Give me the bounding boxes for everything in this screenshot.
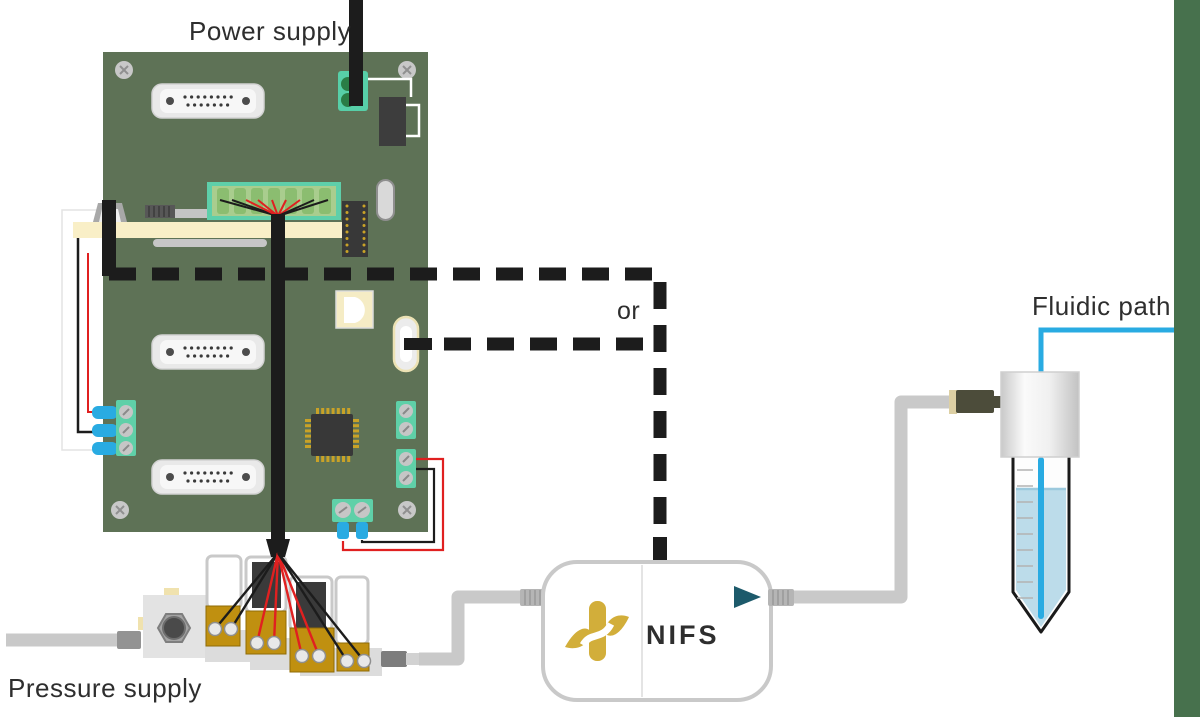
edge-board-strip [1174,0,1200,717]
outlet-fitting [381,651,407,667]
nifs-flow-sensor: NIFS [541,560,773,702]
jumper-wire-white [368,77,413,97]
or-label: or [617,297,640,325]
loop-wires [341,457,445,552]
terminal-block-bottom [332,499,373,539]
jumper-wire-white [406,103,421,138]
nifs-propeller-logo-icon [565,601,629,661]
header-wire-fan [219,199,329,217]
tube-device-to-vessel [794,395,952,604]
signal-cable-stub [102,200,116,276]
dip-tube [1038,457,1044,619]
power-cable [349,0,363,106]
pin-connector [342,201,368,257]
valve-terminal-screws [207,621,372,669]
power-supply-label: Power supply [189,16,351,46]
controller-pcb [73,52,445,552]
fluidic-path-label: Fluidic path [1032,291,1171,321]
pcb-screw-icon [111,61,416,519]
tube-cap [1000,371,1080,458]
pressure-regulator [138,588,207,658]
relay-block [379,97,406,146]
crystal-oscillator [376,179,395,221]
db15-connector-bottom [151,459,265,495]
conical-tube [1011,455,1071,634]
control-signal-dashed-lines [109,267,667,540]
tube-manifold-to-device [419,590,522,666]
usb-component [335,290,374,329]
terminal-block-left [92,400,136,456]
pressure-supply-label: Pressure supply [8,673,202,703]
device-inlet-fitting [520,589,546,606]
play-arrow-icon [734,586,761,608]
cap-connector [949,390,1003,414]
terminal-block-right-lower [396,449,416,488]
fluidic-line [1038,327,1174,376]
device-outlet-fitting [768,589,794,606]
device-brand-label: NIFS [646,620,720,650]
edge-slot [153,239,267,247]
outlet-fitting-tip [406,653,419,665]
valve-cable [214,214,365,662]
db15-connector-top [151,83,265,119]
graduation-marks [1017,469,1033,599]
db15-connector-middle [151,334,265,370]
microcontroller-ic [305,408,359,462]
device-cable-stub [653,537,667,565]
terminal-block-right-upper [396,401,416,439]
inlet-fitting [117,631,141,649]
